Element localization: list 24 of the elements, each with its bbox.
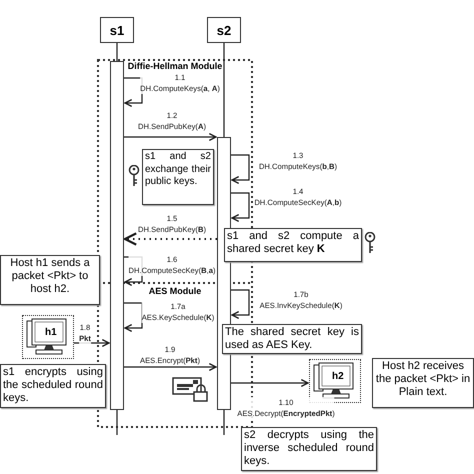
message-arrow xyxy=(124,132,217,142)
host-label: h1 xyxy=(45,327,57,338)
note-box: Host h2 receives the packet <Pkt> in Plain text. xyxy=(372,358,474,408)
frame-title: Diffie-Hellman Module xyxy=(126,61,224,71)
note-box: s1 and s2 exchange their public keys. xyxy=(142,149,214,205)
host-label: h2 xyxy=(332,371,344,382)
lifeline-head: s1 xyxy=(100,17,134,43)
message-arrow xyxy=(74,338,110,348)
message-arrow xyxy=(231,378,309,388)
lifeline xyxy=(223,43,225,137)
note-box: Host h1 sends a packet <Pkt> to host h2. xyxy=(0,255,100,305)
message-arrow xyxy=(124,362,217,372)
self-message-arrow xyxy=(231,289,250,320)
lifeline xyxy=(116,43,118,61)
self-message-arrow xyxy=(231,154,250,184)
note-box: s1 encrypts using the scheduled round keys. xyxy=(0,364,106,408)
message-arrow xyxy=(124,232,217,246)
note-box: The shared secret key is used as AES Key. xyxy=(222,324,362,354)
frame-title: AES Module xyxy=(148,286,202,296)
lifeline-head: s2 xyxy=(207,17,241,43)
activation-bar xyxy=(110,61,124,410)
self-message-arrow xyxy=(231,192,250,222)
note-box: s1 and s2 compute a shared secret key K xyxy=(224,228,362,262)
note-box: s2 decrypts using the inverse scheduled round keys. xyxy=(241,427,377,471)
